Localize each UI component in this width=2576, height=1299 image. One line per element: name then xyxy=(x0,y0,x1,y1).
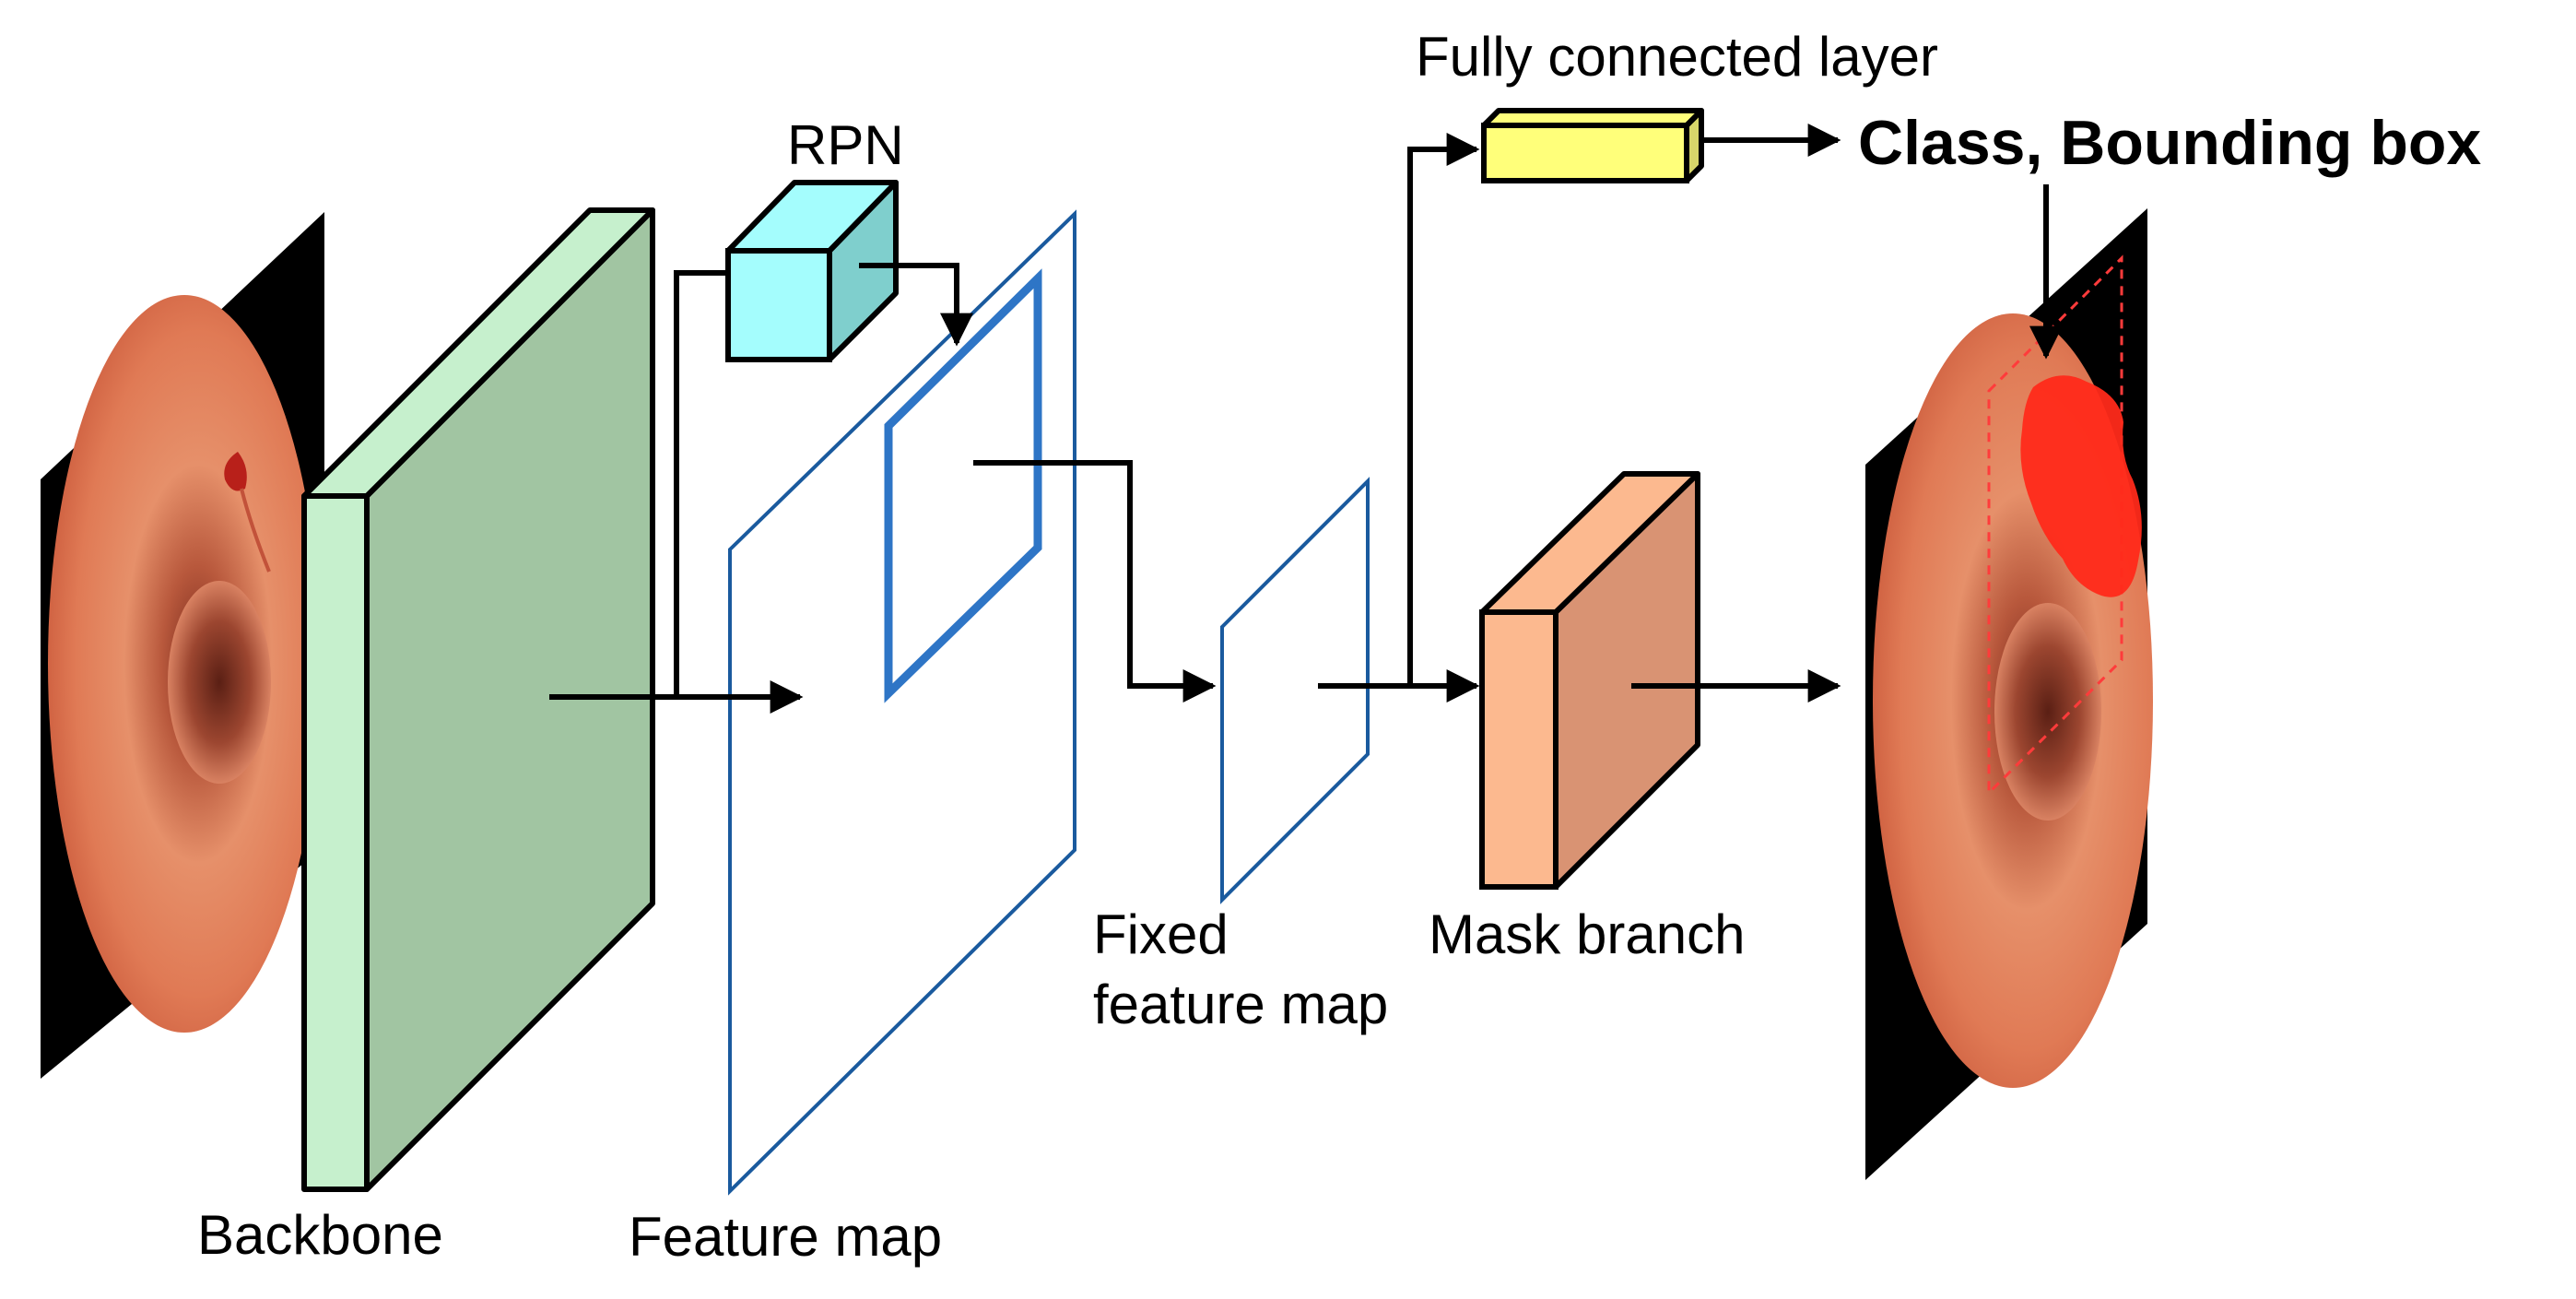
output-lumen xyxy=(1994,603,2101,821)
arrow-roi-to-fixed-map xyxy=(973,460,1217,703)
label-feature-map: Feature map xyxy=(629,1206,942,1268)
rpn-front-face xyxy=(725,248,832,362)
label-fixed-line1: Fixed xyxy=(1093,903,1229,965)
roi-box xyxy=(884,268,1042,703)
mask-branch-block xyxy=(1479,471,1700,890)
output-lesion-mask xyxy=(2020,375,2142,597)
label-fixed-line2: feature map xyxy=(1093,974,1388,1035)
input-fold-line xyxy=(240,488,271,573)
output-endoscopy-image xyxy=(1865,208,2153,1180)
backbone-block xyxy=(301,207,655,1192)
label-rpn: RPN xyxy=(787,114,904,176)
label-mask-branch: Mask branch xyxy=(1429,903,1745,965)
input-lumen xyxy=(168,581,271,784)
label-class-bounding-box: Class, Bounding box xyxy=(1858,108,2481,178)
arrow-rpn-to-roi xyxy=(859,263,973,347)
fc-front-face xyxy=(1481,123,1689,183)
rpn-cube xyxy=(725,180,899,362)
input-lesion xyxy=(224,452,247,491)
connector-to-rpn xyxy=(674,270,728,697)
output-bounding-box xyxy=(1987,254,2123,797)
mask-front-face xyxy=(1479,609,1559,890)
input-endoscopy-image xyxy=(41,212,324,1079)
backbone-front-face xyxy=(301,493,370,1192)
fixed-feature-map-plane xyxy=(1220,477,1370,904)
fully-connected-layer-block xyxy=(1481,108,1704,183)
connectors xyxy=(549,124,2063,714)
label-fully-connected-layer: Fully connected layer xyxy=(1416,26,1938,88)
label-backbone: Backbone xyxy=(197,1204,443,1266)
arrow-to-fc-layer xyxy=(1407,133,1480,686)
